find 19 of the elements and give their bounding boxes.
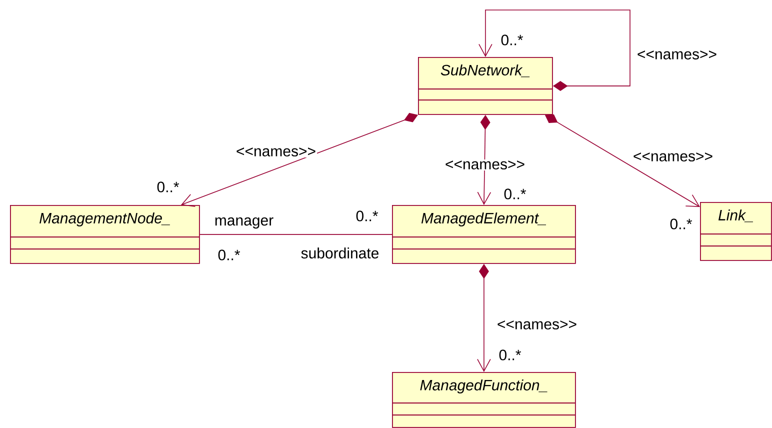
association-line <box>478 10 630 91</box>
class-box: ManagedElement_ <box>392 205 576 264</box>
class-box: SubNetwork_ <box>418 57 553 115</box>
multiplicity-label: manager <box>215 217 274 229</box>
multiplicity-label: 0..* <box>670 218 692 230</box>
edge-label: <<names>> <box>634 152 712 162</box>
edge-label: <<names>> <box>446 160 524 170</box>
multiplicity-label: 0..* <box>356 210 378 222</box>
multiplicity-label: subordinate <box>301 247 378 258</box>
edge-label: <<names>> <box>638 50 716 60</box>
association-line <box>180 112 418 207</box>
edge-label: <<names>> <box>236 148 316 156</box>
class-box: ManagedFunction_ <box>392 372 576 428</box>
edge-label: <<names>> <box>498 320 576 330</box>
multiplicity-label: 0..* <box>157 182 180 192</box>
association-line <box>200 234 392 235</box>
class-box: Link_ <box>700 202 772 261</box>
multiplicity-label: 0..* <box>218 250 240 260</box>
class-box: ManagementNode_ <box>10 205 200 264</box>
